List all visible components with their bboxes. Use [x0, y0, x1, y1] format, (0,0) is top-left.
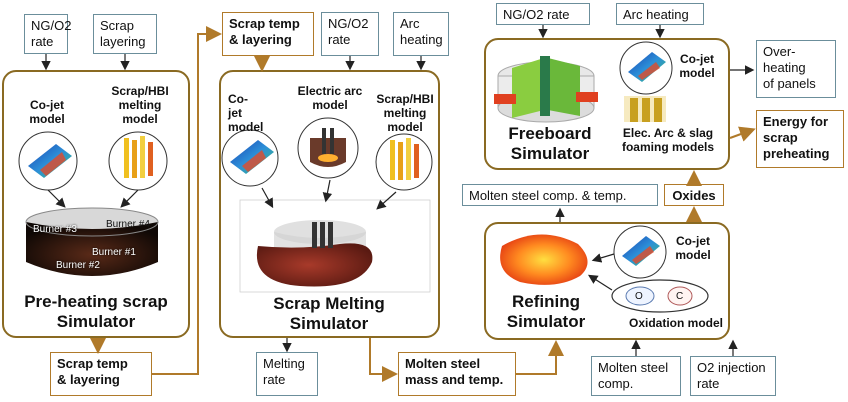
melting-cojet-label: Co- jet model	[228, 92, 264, 134]
carbon-symbol: C	[676, 291, 684, 302]
oxidation-model-label: Oxidation model	[628, 316, 723, 330]
burner-3-label: Burner #3	[33, 224, 77, 235]
refining-cojet-label: Co-jet model	[675, 234, 711, 262]
arc-heating-input-2: Arc heating	[616, 3, 704, 25]
scrap-layering-input: Scrap layering	[93, 14, 157, 54]
overheating-panels-output: Over- heating of panels	[756, 40, 836, 98]
freeboard-arc-slag-label: Elec. Arc & slag foaming models	[621, 126, 714, 154]
oxides-box: Oxides	[664, 184, 724, 206]
burner-1-label: Burner #1	[92, 247, 136, 258]
arc-heating-input-1: Arc heating	[393, 12, 449, 56]
refining-simulator-title: Refining Simulator	[506, 292, 586, 331]
melting-rate-box: Melting rate	[256, 352, 318, 396]
preheat-scrap-hbi-label: Scrap/HBI melting model	[111, 84, 169, 126]
molten-steel-mass-temp-box: Molten steel mass and temp.	[398, 352, 516, 396]
ng-o2-rate-input-3: NG/O2 rate	[496, 3, 590, 25]
freeboard-simulator-title: Freeboard Simulator	[508, 124, 592, 163]
oxygen-symbol: O	[635, 291, 643, 302]
burner-4-label: Burner #4	[106, 219, 150, 230]
molten-steel-comp-temp-box: Molten steel comp. & temp.	[462, 184, 658, 206]
ng-o2-rate-input-2: NG/O2 rate	[321, 12, 379, 56]
preheat-simulator-title: Pre-heating scrap Simulator	[24, 292, 168, 331]
energy-scrap-preheating-output: Energy for scrap preheating	[756, 110, 844, 168]
melting-electric-arc-label: Electric arc model	[297, 84, 363, 112]
freeboard-cojet-label: Co-jet model	[679, 52, 715, 80]
preheat-cojet-label: Co-jet model	[29, 98, 65, 126]
melting-scrap-hbi-label: Scrap/HBI melting model	[376, 92, 434, 134]
o2-injection-rate-input: O2 injection rate	[690, 356, 776, 396]
scrap-temp-layering-bottom-box: Scrap temp & layering	[50, 352, 152, 396]
scrap-temp-layering-top-box: Scrap temp & layering	[222, 12, 314, 56]
melting-simulator-title: Scrap Melting Simulator	[273, 294, 385, 333]
burner-2-label: Burner #2	[56, 260, 100, 271]
ng-o2-rate-input-1: NG/O2 rate	[24, 14, 71, 54]
molten-steel-comp-input: Molten steel comp.	[591, 356, 681, 396]
